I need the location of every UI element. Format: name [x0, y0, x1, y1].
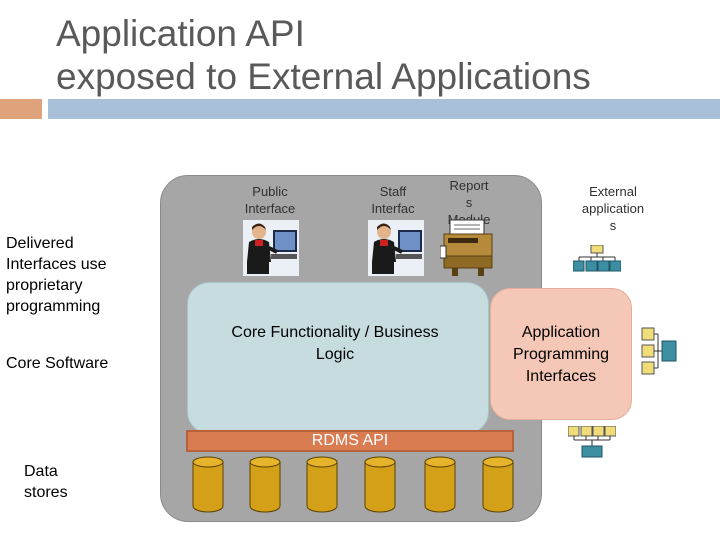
- accent-bar-orange: [0, 99, 42, 119]
- external-applications-label: External application s: [581, 184, 645, 233]
- database-cylinder-icon: [249, 456, 281, 513]
- public-interface-label: Public Interface: [244, 184, 296, 216]
- database-cylinder-icon: [192, 456, 224, 513]
- api-label: Application Programming Interfaces: [512, 324, 610, 385]
- network-diagram-icon: [568, 426, 616, 458]
- application-programming-interfaces-box: [490, 288, 632, 420]
- printer-icon: [440, 219, 493, 276]
- database-cylinder-icon: [482, 456, 514, 513]
- person-at-computer-icon: [243, 220, 299, 276]
- database-cylinder-icon: [424, 456, 456, 513]
- network-diagram-icon: [573, 245, 621, 272]
- title-line-2: exposed to External Applications: [56, 56, 591, 97]
- database-cylinder-icon: [364, 456, 396, 513]
- network-diagram-icon: [641, 327, 677, 375]
- core-software-label: Core Software: [6, 355, 109, 372]
- data-stores-label: Data stores: [24, 463, 68, 501]
- delivered-interfaces-label: Delivered Interfaces use proprietary pro…: [6, 235, 107, 315]
- rdms-api-label: RDMS API: [311, 432, 389, 449]
- rdms-api-bar: RDMS API: [186, 430, 514, 452]
- slide-title: Application API exposed to External Appl…: [56, 12, 696, 98]
- core-functionality-box: [187, 282, 489, 434]
- database-cylinder-icon: [306, 456, 338, 513]
- title-line-1: Application API: [56, 13, 305, 54]
- core-functionality-label: Core Functionality / Business Logic: [231, 324, 439, 363]
- person-at-computer-icon: [368, 220, 424, 276]
- accent-bar-blue: [48, 99, 720, 119]
